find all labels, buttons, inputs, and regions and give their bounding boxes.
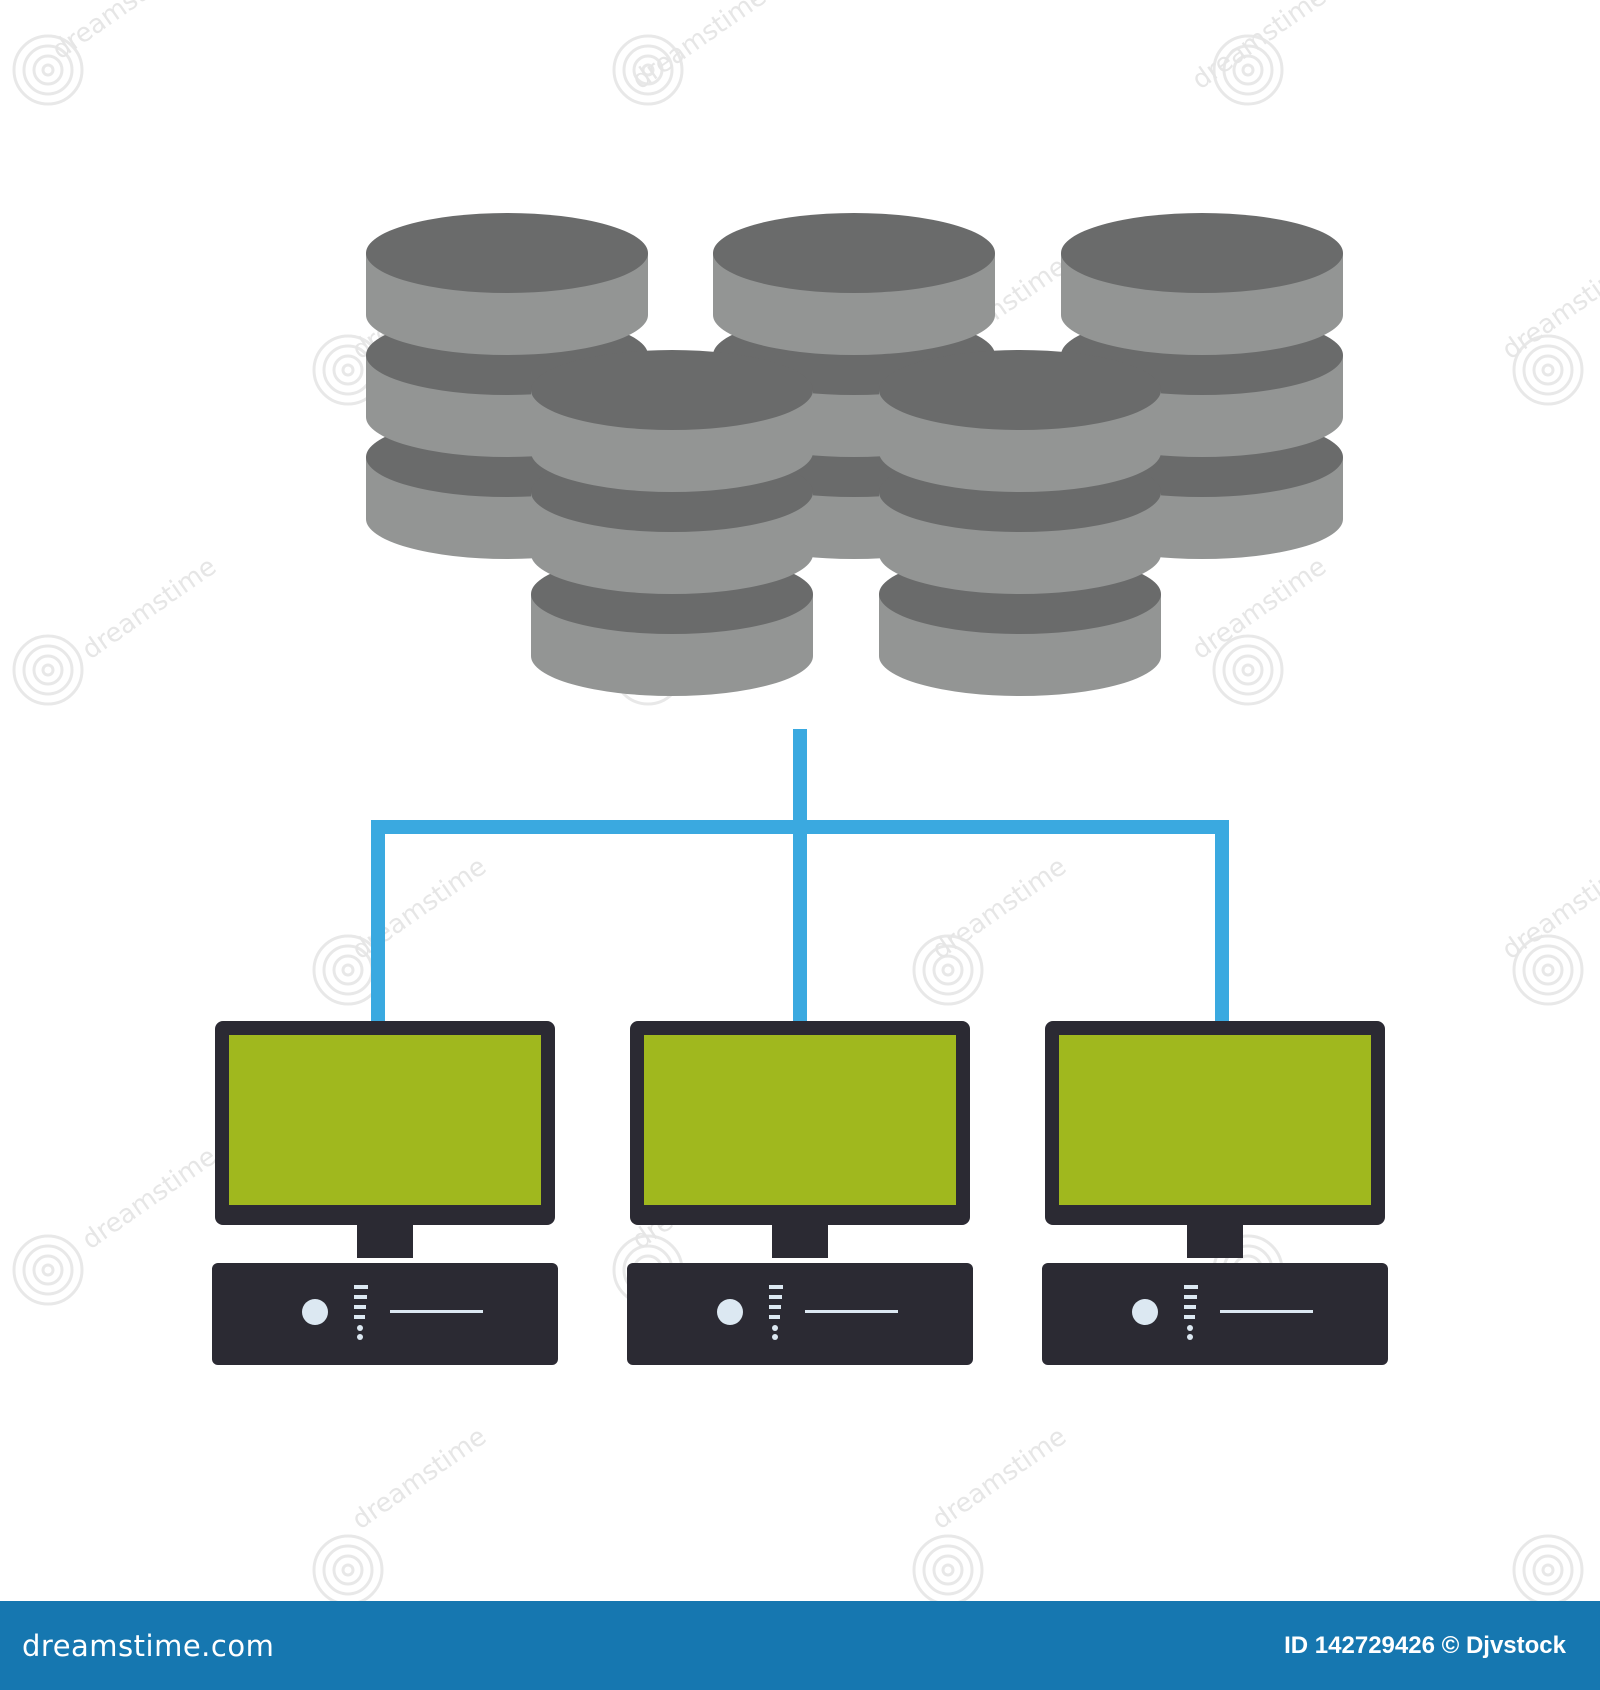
watermark-text: dreamstime xyxy=(1187,0,1332,96)
power-button-icon xyxy=(302,1299,328,1325)
drive-slot xyxy=(390,1310,483,1313)
database-disk xyxy=(1061,213,1343,355)
desktop-tower xyxy=(1042,1263,1388,1365)
database-cluster-icon xyxy=(366,213,1343,696)
database-disk xyxy=(366,213,648,355)
watermark-text: dreamstime xyxy=(347,852,492,966)
watermark-text: dreamstime xyxy=(1497,852,1600,966)
watermark-logo-icon xyxy=(1212,34,1284,106)
network-connector-lines xyxy=(371,729,1229,1022)
monitor-screen xyxy=(229,1035,541,1205)
watermark-logo-icon xyxy=(312,1534,384,1606)
watermark-logo-icon xyxy=(1512,1534,1584,1606)
watermark-logo-icon xyxy=(12,634,84,706)
desktop-tower xyxy=(212,1263,558,1365)
watermark-text: dreamstime xyxy=(927,852,1072,966)
watermark-text: dreamstime xyxy=(347,1422,492,1536)
database-disk xyxy=(531,350,813,492)
computer-icon xyxy=(212,1021,558,1365)
watermark-text: dreamstime xyxy=(927,1422,1072,1536)
watermark-logo-icon xyxy=(1212,634,1284,706)
watermark-logo-icon xyxy=(612,34,684,106)
watermark-logo-icon xyxy=(912,1534,984,1606)
power-button-icon xyxy=(1132,1299,1158,1325)
database-disk xyxy=(713,213,995,355)
watermark-logo-icon xyxy=(1512,334,1584,406)
monitor-screen xyxy=(644,1035,956,1205)
watermark-text: dreamstime xyxy=(77,1142,222,1256)
watermark-text: dreamstime xyxy=(77,552,222,666)
computers-group xyxy=(212,1021,1388,1365)
drive-slot xyxy=(1220,1310,1313,1313)
drive-slot xyxy=(805,1310,898,1313)
database-stack-icon xyxy=(879,350,1161,696)
footer-bar xyxy=(0,1601,1600,1690)
footer: dreamstime.com ID 142729426 © Djvstock xyxy=(0,1601,1600,1690)
database-disk xyxy=(879,350,1161,492)
computer-icon xyxy=(627,1021,973,1365)
desktop-tower xyxy=(627,1263,973,1365)
watermark-logo-icon xyxy=(12,34,84,106)
monitor-screen xyxy=(1059,1035,1371,1205)
database-stack-icon xyxy=(531,350,813,696)
watermark-text: dreamstime xyxy=(1497,252,1600,366)
watermark-logo-icon xyxy=(912,934,984,1006)
watermark-text: dreamstime xyxy=(627,0,772,96)
footer-brand[interactable]: dreamstime.com xyxy=(22,1628,275,1663)
footer-stock-id: ID 142729426 © Djvstock xyxy=(1284,1631,1566,1659)
watermark-text: dreamstime xyxy=(47,0,192,66)
power-button-icon xyxy=(717,1299,743,1325)
computer-icon xyxy=(1042,1021,1388,1365)
watermark-logo-icon xyxy=(12,1234,84,1306)
watermark-logo-icon xyxy=(1512,934,1584,1006)
